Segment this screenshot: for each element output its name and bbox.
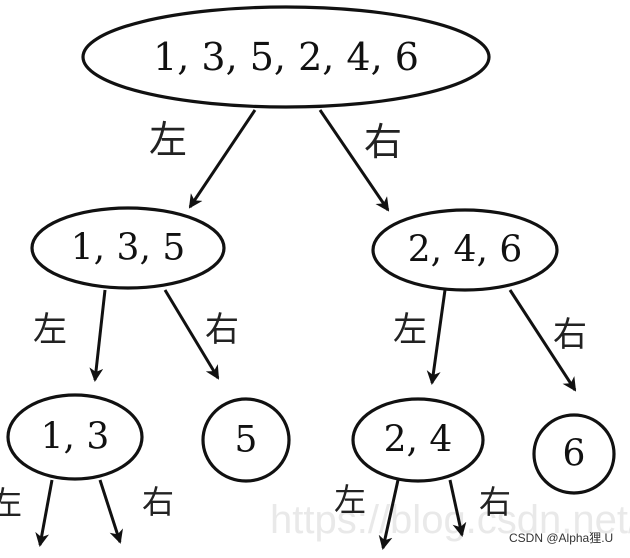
edge-l-left [89, 289, 107, 382]
edge-label-r-left: 左 [393, 310, 427, 350]
edge-rl-right [448, 479, 467, 537]
edge-r-right [508, 289, 577, 392]
node-left-left-label: 1, 3 [41, 417, 110, 458]
edge-r-left [426, 289, 447, 385]
edge-label-l-left: 左 [33, 310, 67, 350]
edge-root-right [318, 109, 390, 212]
node-left: 1, 3, 5 [30, 206, 226, 290]
node-right-label: 2, 4, 6 [408, 230, 523, 271]
edge-rl-left [378, 479, 400, 550]
edge-label-root-right: 右 [364, 120, 402, 164]
edge-ll-left [35, 479, 54, 547]
node-root-label: 1, 3, 5, 2, 4, 6 [153, 35, 419, 79]
node-right-right-label: 6 [563, 434, 586, 475]
edge-label-r-right: 右 [553, 315, 587, 355]
node-left-label: 1, 3, 5 [71, 228, 186, 269]
edge-label-root-left: 左 [149, 118, 187, 162]
node-right-left: 2, 4 [351, 397, 485, 483]
node-left-right-label: 5 [235, 420, 258, 461]
node-left-left: 1, 3 [6, 393, 144, 481]
edge-label-l-right: 右 [205, 310, 239, 350]
watermark-credit: CSDN @Alpha狸.U [509, 531, 613, 545]
node-root: 1, 3, 5, 2, 4, 6 [81, 5, 491, 109]
edge-label-rl-left: 左 [334, 481, 366, 519]
edge-label-rl-right: 右 [479, 483, 511, 521]
edge-label-ll-left: 左 [0, 484, 22, 522]
edge-root-left [188, 109, 257, 209]
edge-label-ll-right: 右 [142, 483, 174, 521]
edge-ll-right [98, 479, 123, 544]
node-right-right: 6 [532, 413, 616, 495]
watermark-url: https://blog.csdn.net/li5... [270, 498, 630, 542]
node-right-left-label: 2, 4 [384, 420, 453, 461]
edge-l-right [163, 289, 220, 380]
node-left-right: 5 [201, 397, 291, 483]
node-right: 2, 4, 6 [371, 208, 559, 292]
